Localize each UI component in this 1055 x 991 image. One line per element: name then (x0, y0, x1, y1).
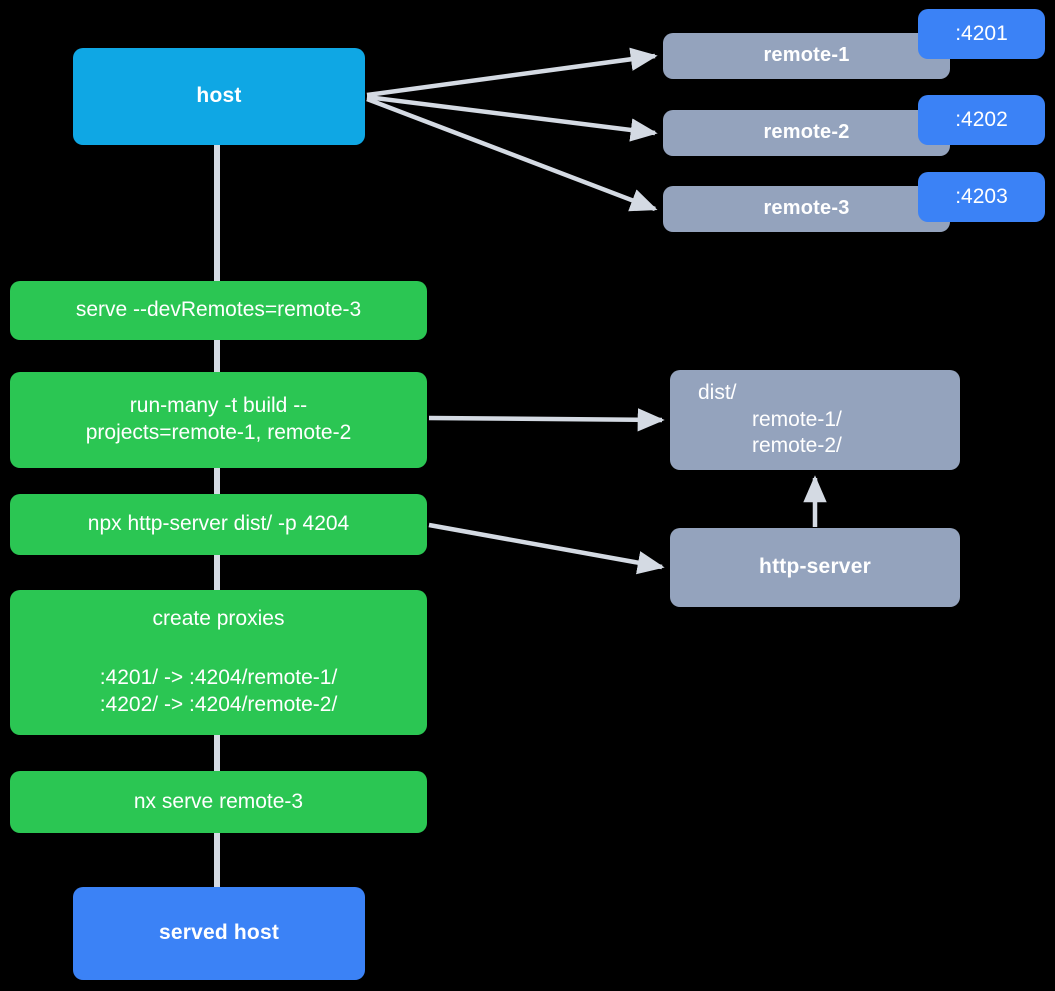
command-create-proxies-label: create proxies (152, 607, 285, 631)
node-http-server-label: http-server (759, 555, 871, 579)
command-npx-http-server-label: npx http-server dist/ -p 4204 (87, 512, 350, 536)
edge-host-to-remotes (366, 47, 658, 212)
command-serve-dev-remotes-label: serve --devRemotes=remote-3 (75, 298, 362, 322)
command-run-many-build-line2: projects=remote-1, remote-2 (85, 421, 352, 444)
node-served-host[interactable]: served host (73, 887, 365, 980)
proxy-mapping-2: :4202/ -> :4204/remote-2/ (99, 692, 338, 716)
node-remote-1-label: remote-1 (763, 44, 850, 67)
port-badge-remote-1-label: :4201 (955, 22, 1008, 45)
dist-child-remote-1: remote-1/ (752, 407, 842, 431)
port-badge-remote-2-label: :4202 (955, 108, 1008, 131)
port-badge-remote-1: :4201 (918, 9, 1045, 59)
command-npx-http-server[interactable]: npx http-server dist/ -p 4204 (10, 494, 427, 555)
node-host[interactable]: host (73, 48, 365, 145)
node-remote-2-label: remote-2 (763, 121, 850, 144)
edge-npx-to-httpserver (428, 522, 665, 575)
node-remote-1[interactable]: remote-1 (663, 33, 950, 79)
command-serve-dev-remotes[interactable]: serve --devRemotes=remote-3 (10, 281, 427, 340)
node-dist-folder-body: dist/ remote-1/ remote-2/ (670, 380, 960, 461)
command-nx-serve-remote-3[interactable]: nx serve remote-3 (10, 771, 427, 833)
spacer (24, 633, 413, 665)
edge-runmany-to-dist (428, 408, 665, 432)
command-run-many-build-body: run-many -t build -- projects=remote-1, … (10, 393, 427, 447)
node-http-server[interactable]: http-server (670, 528, 960, 607)
node-host-label: host (196, 84, 242, 108)
dist-root-label: dist/ (698, 380, 737, 404)
node-remote-3-label: remote-3 (763, 197, 850, 220)
dist-child-remote-2: remote-2/ (752, 434, 842, 458)
command-create-proxies[interactable]: create proxies :4201/ -> :4204/remote-1/… (10, 590, 427, 735)
command-run-many-build-line1: run-many -t build -- (129, 394, 308, 418)
command-run-many-build[interactable]: run-many -t build -- projects=remote-1, … (10, 372, 427, 468)
node-remote-3[interactable]: remote-3 (663, 186, 950, 232)
node-served-host-label: served host (158, 921, 280, 945)
port-badge-remote-3-label: :4203 (955, 185, 1008, 208)
port-badge-remote-2: :4202 (918, 95, 1045, 145)
node-dist-folder[interactable]: dist/ remote-1/ remote-2/ (670, 370, 960, 470)
command-create-proxies-body: create proxies :4201/ -> :4204/remote-1/… (10, 606, 427, 719)
proxy-mapping-1: :4201/ -> :4204/remote-1/ (99, 666, 338, 690)
command-nx-serve-remote-3-label: nx serve remote-3 (133, 789, 304, 813)
port-badge-remote-3: :4203 (918, 172, 1045, 222)
node-remote-2[interactable]: remote-2 (663, 110, 950, 156)
